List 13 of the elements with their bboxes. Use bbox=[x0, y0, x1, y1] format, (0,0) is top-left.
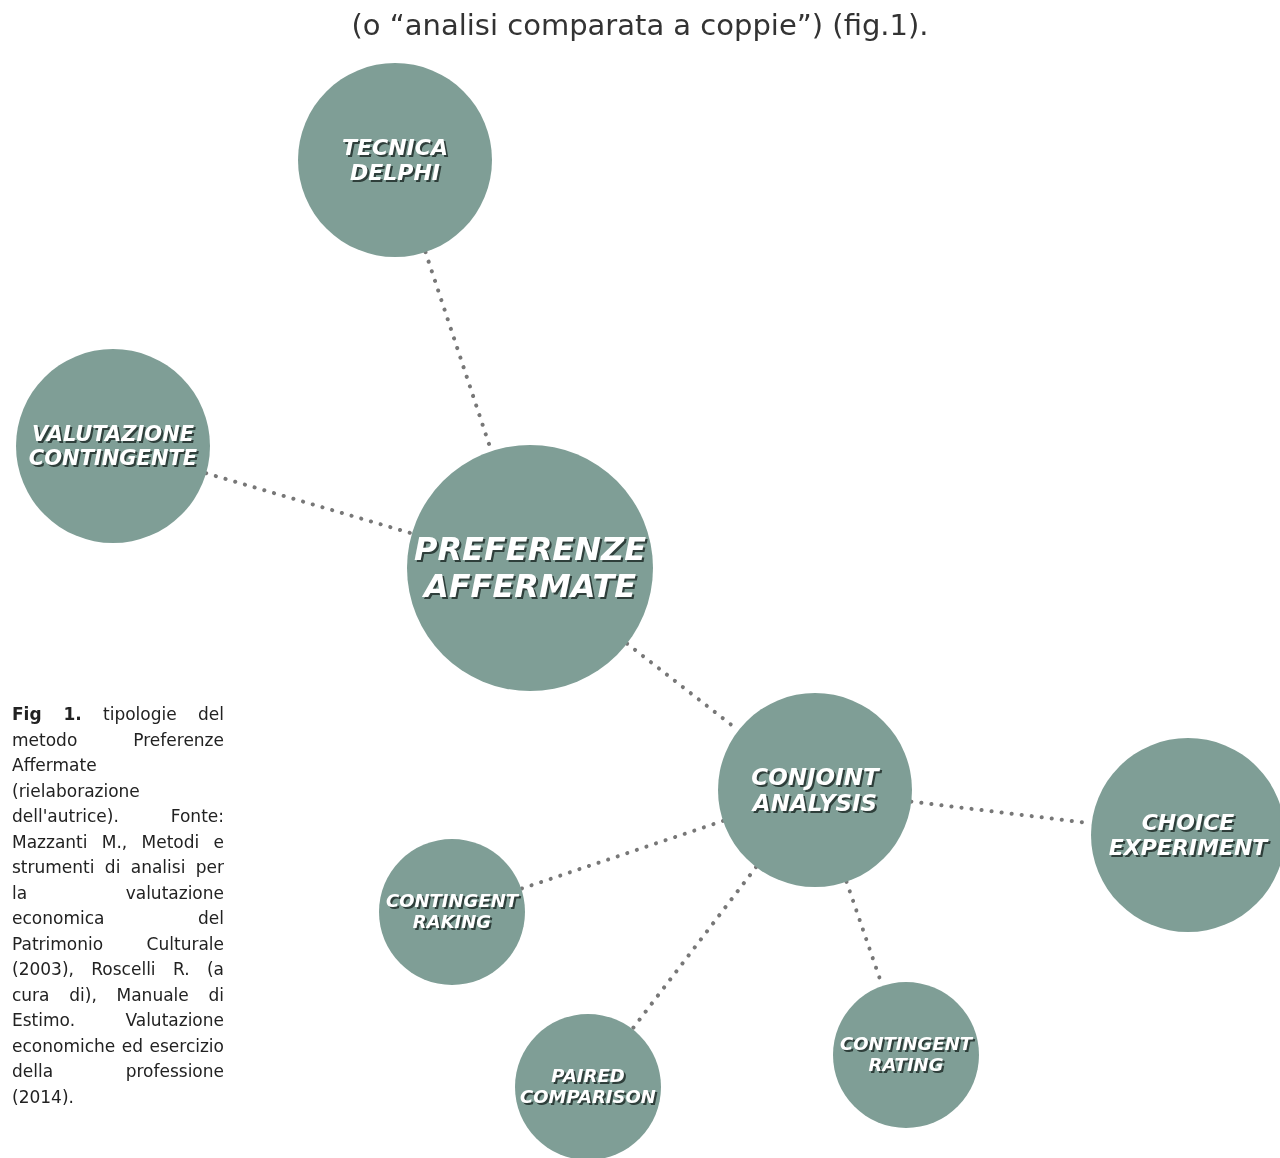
node-label: CONJOINT ANALYSIS bbox=[750, 763, 881, 817]
dotted-connector bbox=[519, 818, 726, 891]
node-label: TECNICA DELPHI bbox=[341, 134, 449, 186]
node-label: CONTINGENT RAKING bbox=[385, 891, 520, 933]
figure-caption: Fig 1. tipologie del metodo Preferenze Affermate (rielaborazione dell'autrice). Fonte: Mazzanti M., Metodi e strumenti di analisi per la valutazione economica del Patrimonio Culturale (2003), Roscelli R. (a cura di), Manuale di Estimo. Valutazione economiche ed esercizio della professione (2014). bbox=[12, 703, 224, 1109]
node-label: VALUTAZIONE CONTINGENTE bbox=[27, 421, 199, 471]
node-label: PAIRED COMPARISON bbox=[519, 1066, 657, 1108]
node-label: CHOICE EXPERIMENT bbox=[1107, 809, 1270, 861]
dotted-connector bbox=[630, 865, 759, 1031]
node-label: CONTINGENT RATING bbox=[839, 1034, 974, 1076]
node-label: PREFERENZE AFFERMATE bbox=[413, 531, 647, 605]
text-excerpt: (o “analisi comparata a coppie”) (fig.1). bbox=[350, 8, 930, 42]
dotted-connector bbox=[204, 471, 414, 536]
